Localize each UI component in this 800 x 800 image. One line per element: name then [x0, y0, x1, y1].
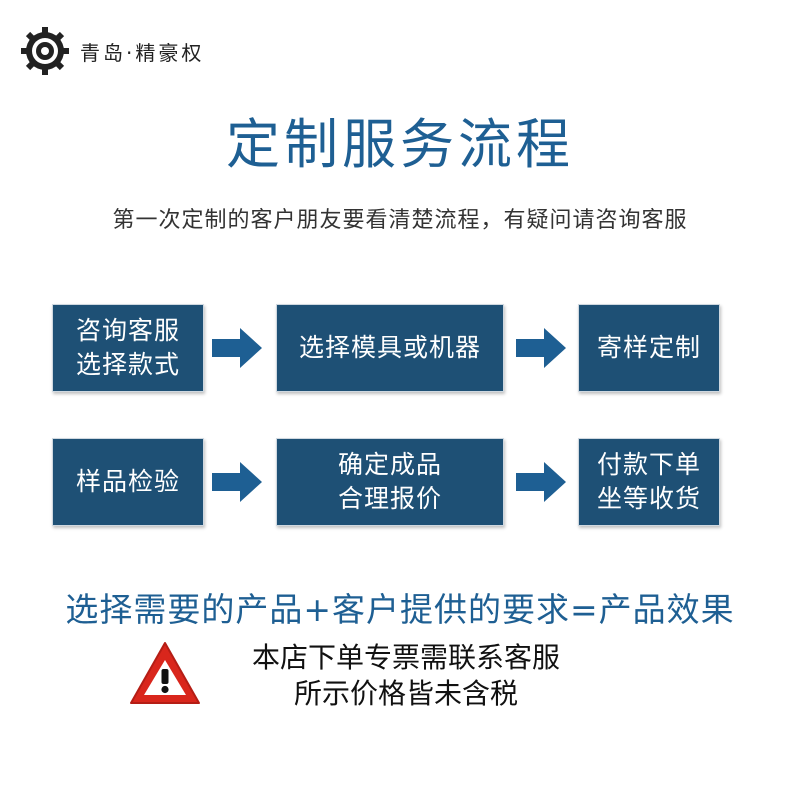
step-order: 付款下单 坐等收货 [578, 438, 720, 526]
step-consult: 咨询客服 选择款式 [52, 304, 204, 392]
logo: 青岛·精豪权 [20, 26, 204, 76]
step-send-sample: 寄样定制 [578, 304, 720, 392]
brand-name: 青岛·精豪权 [80, 40, 205, 65]
step-inspect-sample-line1: 样品检验 [75, 467, 180, 496]
right-arrow-icon [516, 328, 566, 368]
notice: 本店下单专票需联系客服 所示价格皆未含税 [206, 640, 606, 712]
right-arrow-icon [516, 462, 566, 502]
right-arrow-icon [212, 462, 262, 502]
step-select-mold: 选择模具或机器 [276, 304, 504, 392]
page-title: 定制服务流程 [226, 113, 574, 176]
step-consult-line1: 咨询客服 [75, 316, 180, 345]
step-quote-line1: 确定成品 [337, 450, 442, 479]
step-inspect-sample: 样品检验 [52, 438, 204, 526]
step-quote: 确定成品 合理报价 [276, 438, 504, 526]
step-order-line1: 付款下单 [596, 450, 701, 479]
formula-text: 选择需要的产品+客户提供的要求=产品效果 [65, 590, 735, 629]
step-quote-line2: 合理报价 [337, 484, 442, 513]
step-consult-line2: 选择款式 [75, 350, 180, 379]
right-arrow-icon [212, 328, 262, 368]
notice-line1: 本店下单专票需联系客服 [251, 641, 560, 674]
warning-triangle-icon [130, 642, 200, 704]
step-select-mold-line1: 选择模具或机器 [298, 333, 481, 362]
gear-emblem-icon [21, 27, 69, 75]
step-send-sample-line1: 寄样定制 [596, 333, 701, 362]
page-subtitle: 第一次定制的客户朋友要看清楚流程，有疑问请咨询客服 [112, 208, 688, 233]
notice-line2: 所示价格皆未含税 [293, 677, 518, 710]
step-order-line2: 坐等收货 [596, 484, 701, 513]
